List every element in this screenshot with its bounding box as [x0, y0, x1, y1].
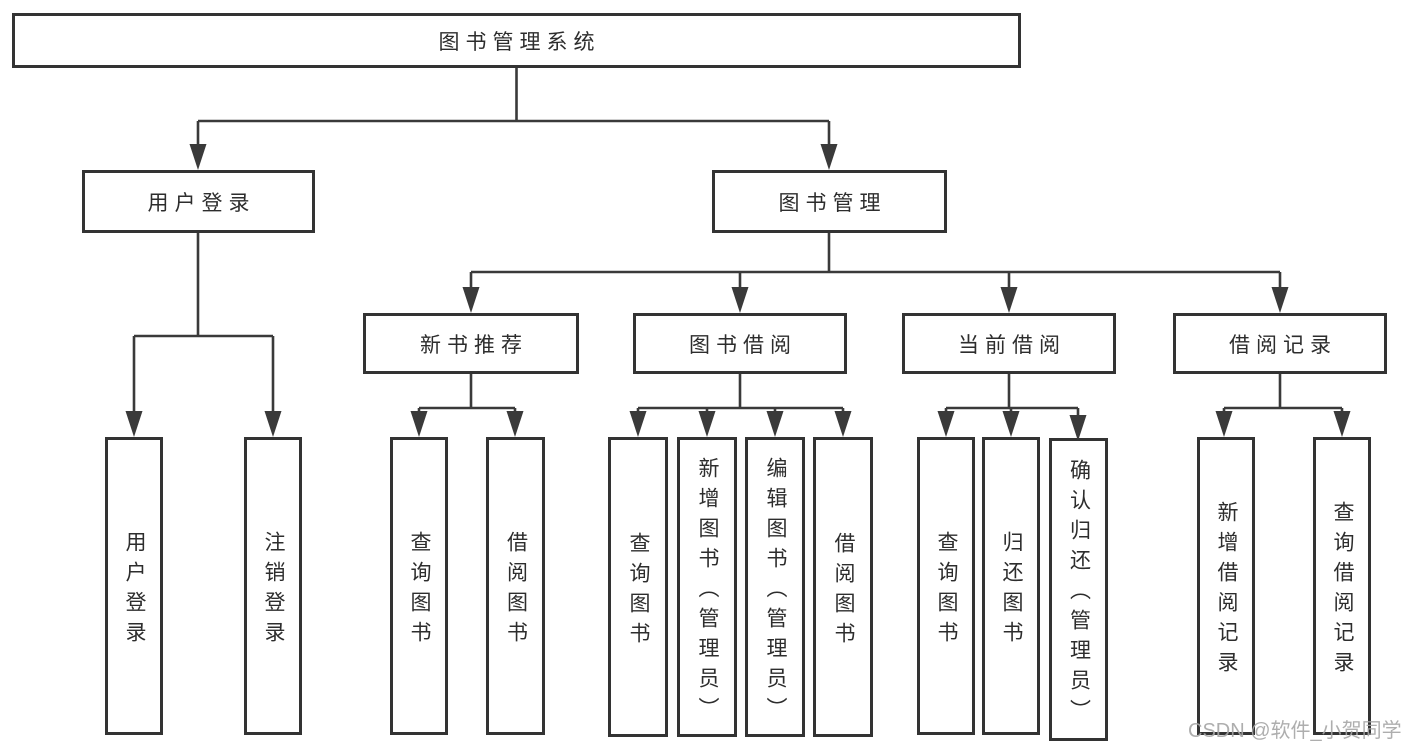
leaf-label: 查询图书 [408, 530, 431, 651]
leaf-return-book: 归还图书 [982, 437, 1040, 735]
leaf-add-book-admin: 新增图书（管理员） [677, 437, 737, 737]
node-new-book-recommend: 新书推荐 [363, 313, 579, 374]
node-book-management-branch: 图书管理 [712, 170, 947, 233]
leaf-label: 新增图书（管理员） [696, 456, 719, 727]
leaf-label: 新增借阅记录 [1215, 500, 1238, 681]
node-label: 当前借阅 [958, 333, 1066, 357]
leaf-borrow-book-1: 借阅图书 [486, 437, 545, 735]
leaf-user-login: 用户登录 [105, 437, 163, 735]
node-user-login-branch: 用户登录 [82, 170, 315, 233]
node-label: 新书推荐 [420, 333, 528, 357]
node-root-system: 图书管理系统 [12, 13, 1021, 68]
leaf-edit-book-admin: 编辑图书（管理员） [745, 437, 805, 737]
leaf-label: 编辑图书（管理员） [764, 456, 787, 727]
leaf-query-book-1: 查询图书 [390, 437, 448, 735]
leaf-label: 注销登录 [262, 530, 285, 651]
node-label: 图书借阅 [689, 333, 797, 357]
leaf-logout: 注销登录 [244, 437, 302, 735]
leaf-query-book-3: 查询图书 [917, 437, 975, 735]
leaf-add-borrow-record: 新增借阅记录 [1197, 437, 1255, 735]
leaf-label: 查询借阅记录 [1331, 500, 1354, 681]
leaf-label: 借阅图书 [832, 531, 855, 652]
leaf-label: 查询图书 [627, 531, 650, 652]
node-borrow-record: 借阅记录 [1173, 313, 1387, 374]
node-label: 借阅记录 [1229, 333, 1337, 357]
leaf-label: 查询图书 [935, 530, 958, 651]
leaf-label: 借阅图书 [504, 530, 528, 651]
leaf-query-book-2: 查询图书 [608, 437, 668, 737]
leaf-label: 用户登录 [123, 530, 146, 651]
csdn-watermark: CSDN @软件_小贺同学 [1188, 720, 1402, 742]
node-book-borrow: 图书借阅 [633, 313, 847, 374]
leaf-borrow-book-2: 借阅图书 [813, 437, 873, 737]
leaf-confirm-return-admin: 确认归还（管理员） [1049, 438, 1108, 741]
leaf-query-borrow-record: 查询借阅记录 [1313, 437, 1371, 735]
node-label: 图书管理 [778, 191, 887, 215]
node-current-borrow: 当前借阅 [902, 313, 1116, 374]
node-root-label: 图书管理系统 [438, 30, 601, 54]
leaf-label: 归还图书 [1000, 530, 1023, 651]
node-label: 用户登录 [147, 191, 256, 215]
leaf-label: 确认归还（管理员） [1067, 459, 1091, 729]
